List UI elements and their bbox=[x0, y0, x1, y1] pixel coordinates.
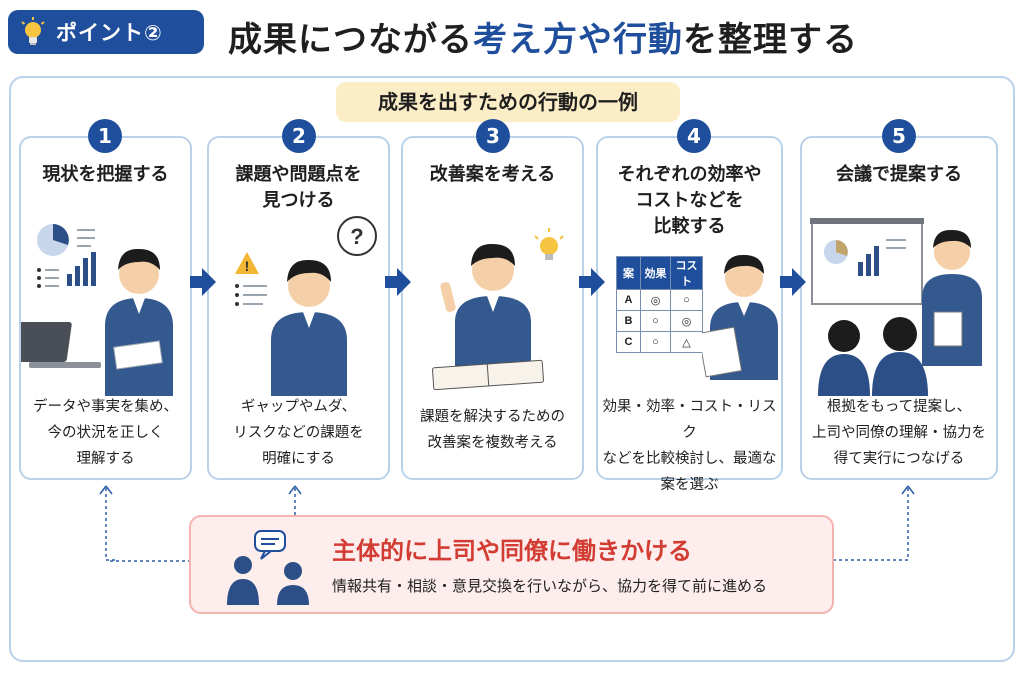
table-cell: A bbox=[616, 289, 641, 311]
step-card-1: 現状を把握する データや事実を集め、 今の状況を正しく 理解する bbox=[19, 136, 192, 480]
step-title: 課題や問題点を 見つける bbox=[235, 164, 362, 211]
step-number-4: 4 bbox=[677, 119, 711, 153]
step-card-5: 会議で提案する 根拠をもって提案し、 上司や同僚の理解・協力を 得て実行につなげ… bbox=[800, 136, 998, 480]
connector-line bbox=[834, 485, 915, 561]
step-description: データや事実を集め、 今の状況を正しく 理解する bbox=[33, 399, 178, 467]
table-cell: B bbox=[616, 310, 641, 332]
table-cell: ○ bbox=[640, 310, 671, 332]
people-discussion-icon bbox=[227, 530, 309, 605]
point-badge: ポイント② bbox=[8, 10, 204, 54]
svg-text:?: ? bbox=[350, 224, 363, 249]
table-cell: △ bbox=[670, 331, 703, 353]
arrow-right-icon bbox=[190, 268, 216, 296]
arrow-right-icon bbox=[579, 268, 605, 296]
analyze-data-illustration bbox=[21, 224, 173, 396]
step-card-4: それぞれの効率や コストなどを 比較する 案 効果 コスト A ◎ ○ B ○ … bbox=[596, 136, 783, 493]
step-number-2: 2 bbox=[282, 119, 316, 153]
lightbulb-icon bbox=[21, 17, 45, 45]
arrow-right-icon bbox=[780, 268, 806, 296]
step-title: 会議で提案する bbox=[836, 164, 962, 185]
frame-label: 成果を出すための行動の一例 bbox=[336, 82, 680, 122]
connector-line bbox=[288, 485, 302, 516]
table-row: B ○ ◎ bbox=[616, 310, 703, 332]
outer-frame bbox=[9, 76, 1015, 662]
step-number-5: 5 bbox=[882, 119, 916, 153]
page-title: 成果につながる考え方や行動を整理する bbox=[228, 12, 858, 61]
title-highlight: 考え方や行動 bbox=[473, 20, 683, 60]
svg-text:!: ! bbox=[245, 258, 250, 274]
table-cell: C bbox=[616, 331, 641, 353]
presentation-illustration bbox=[810, 218, 982, 396]
step-title: 改善案を考える bbox=[429, 164, 556, 185]
step-number-3: 3 bbox=[476, 119, 510, 153]
step-description: 課題を解決するための 改善案を複数考える bbox=[420, 409, 565, 451]
table-cell: ○ bbox=[670, 289, 703, 311]
collaboration-headline: 主体的に上司や同僚に働きかける bbox=[332, 537, 692, 565]
table-cell: ◎ bbox=[640, 289, 671, 311]
connector-line bbox=[110, 560, 190, 562]
table-header: 案 bbox=[616, 256, 641, 290]
step-title: 現状を把握する bbox=[42, 164, 169, 185]
table-header: コスト bbox=[670, 256, 703, 290]
step-card-2: 課題や問題点を 見つける ! ? ギャップやムダ、 リスクなどの課題を 明確にす… bbox=[207, 136, 390, 480]
step-description: 根拠をもって提案し、 上司や同僚の理解・協力を 得て実行につなげる bbox=[812, 399, 986, 467]
arrow-right-icon bbox=[385, 268, 411, 296]
table-cell: ○ bbox=[640, 331, 671, 353]
table-header: 効果 bbox=[640, 256, 671, 290]
step-description: ギャップやムダ、 リスクなどの課題を 明確にする bbox=[233, 399, 364, 467]
step-description: 効果・効率・コスト・リスク などを比較検討し、最適な 案を選ぶ bbox=[602, 399, 777, 493]
collaboration-subtext: 情報共有・相談・意見交換を行いながら、協力を得て前に進める bbox=[332, 577, 768, 595]
step-card-3: 改善案を考える 課題を解決するための 改善案を複数考える bbox=[401, 136, 584, 480]
table-row: C ○ △ bbox=[616, 331, 703, 353]
collaboration-box: 主体的に上司や同僚に働きかける 情報共有・相談・意見交換を行いながら、協力を得て… bbox=[189, 515, 834, 614]
title-part2: を整理する bbox=[683, 20, 858, 60]
connector-line bbox=[99, 485, 116, 561]
table-row: A ◎ ○ bbox=[616, 289, 703, 311]
title-part1: 成果につながる bbox=[228, 20, 473, 60]
comparison-table: 案 効果 コスト A ◎ ○ B ○ ◎ C ○ △ bbox=[616, 256, 703, 353]
step-title: それぞれの効率や コストなどを 比較する bbox=[617, 164, 762, 237]
think-ideas-illustration bbox=[432, 228, 564, 391]
find-problem-illustration: ! ? bbox=[235, 216, 377, 396]
badge-label: ポイント② bbox=[56, 21, 163, 45]
compare-person-illustration bbox=[702, 254, 778, 380]
step-number-1: 1 bbox=[88, 119, 122, 153]
table-cell: ◎ bbox=[670, 310, 703, 332]
